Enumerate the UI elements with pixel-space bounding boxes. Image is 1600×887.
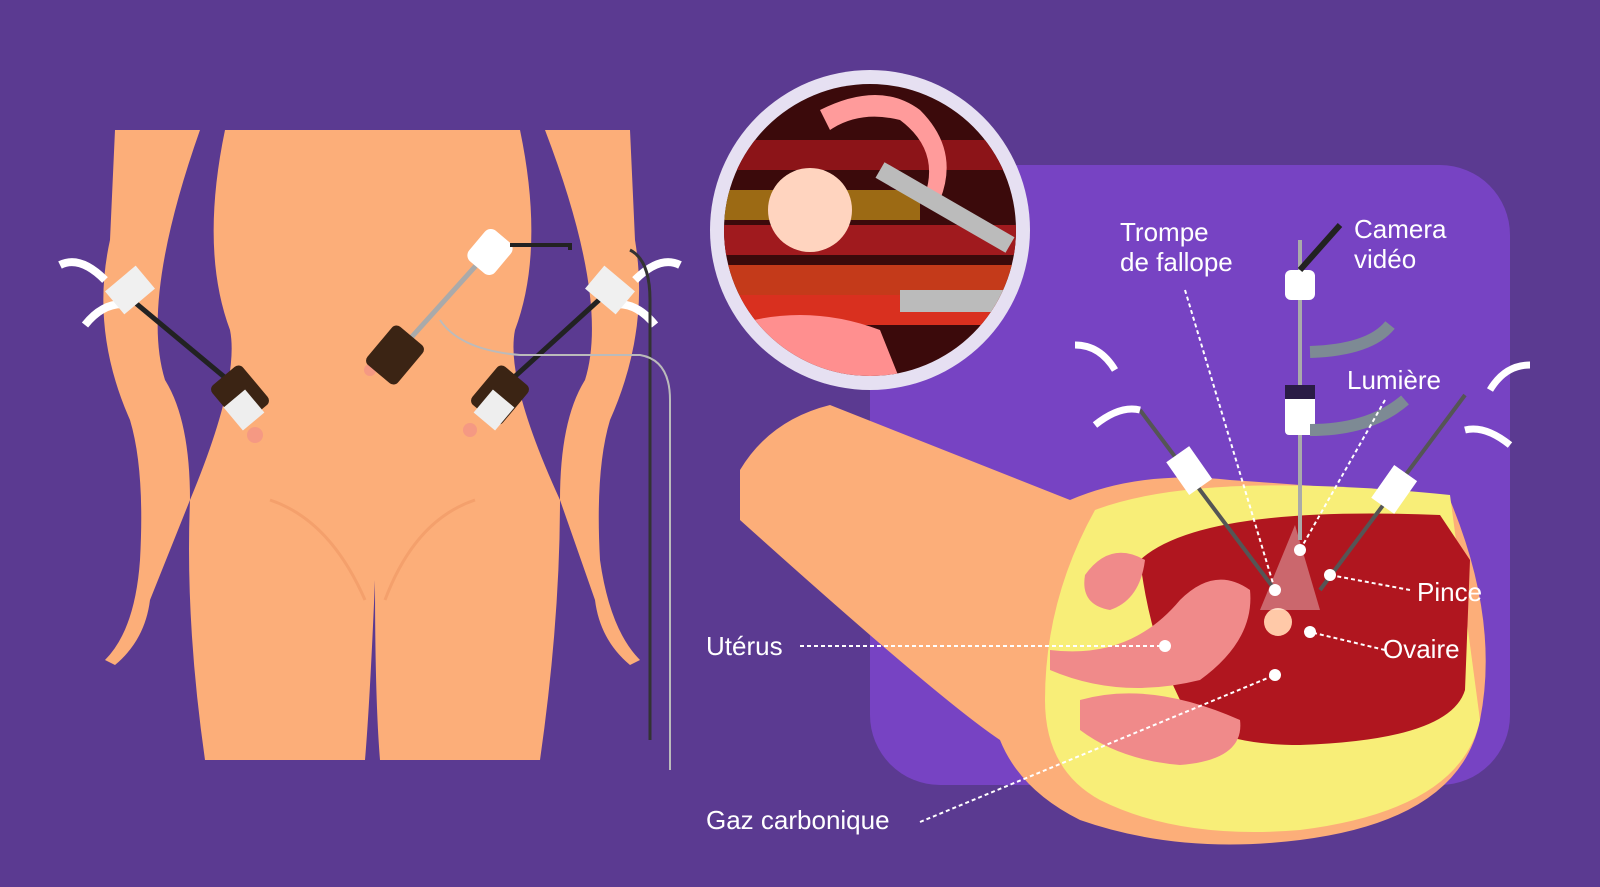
- label-pince: Pince: [1417, 577, 1483, 607]
- front-body: [103, 130, 641, 760]
- label-trompe-line1: Trompe: [1120, 217, 1209, 247]
- leader-lines: [800, 289, 1411, 823]
- label-lumiere: Lumière: [1347, 365, 1441, 395]
- label-ovaire: Ovaire: [1383, 634, 1460, 664]
- side-instruments: [1074, 223, 1531, 592]
- label-uterus: Utérus: [706, 631, 783, 661]
- label-trompe-line2: de fallope: [1120, 247, 1233, 277]
- anchor-dots: [1159, 544, 1336, 681]
- label-gaz-carbonique: Gaz carbonique: [706, 805, 890, 835]
- front-instruments: [58, 229, 682, 770]
- label-camera-line2: vidéo: [1354, 244, 1417, 274]
- endoscope-view: [710, 70, 1030, 390]
- label-camera-line1: Camera: [1354, 214, 1447, 244]
